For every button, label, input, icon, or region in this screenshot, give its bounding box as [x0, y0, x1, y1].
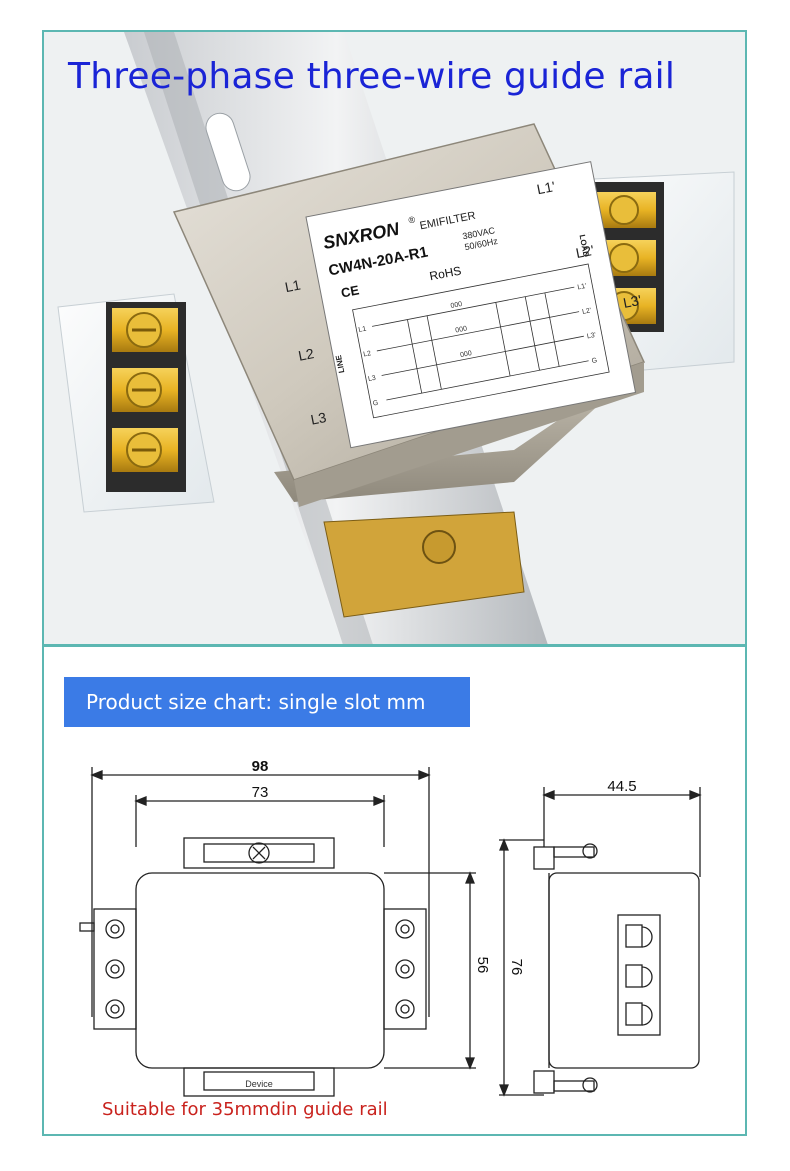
line-terminal-l2: L2 [297, 345, 316, 364]
line-terminal-l1: L1 [284, 276, 303, 295]
size-chart-panel: 98 73 56 76 44.5 Device Product size cha… [42, 645, 747, 1136]
load-side-label: LOAD [578, 234, 591, 258]
din-rail-note: Suitable for 35mmdin guide rail [102, 1099, 388, 1120]
dim-overall-height: 76 [508, 959, 525, 976]
line-terminal-screws [112, 308, 178, 472]
load-terminal-l2: L2' [574, 242, 595, 261]
clip-label: Device [245, 1079, 273, 1089]
svg-text:L3: L3 [368, 375, 377, 383]
dim-depth: 44.5 [607, 778, 636, 795]
line-terminal-l3: L3 [309, 409, 328, 428]
page-title: Three-phase three-wire guide rail [68, 56, 676, 97]
svg-text:®: ® [408, 214, 417, 225]
svg-text:L3': L3' [586, 332, 596, 341]
svg-text:000: 000 [450, 301, 463, 310]
line-side-label: LINE [334, 354, 346, 374]
line-terminal-block [57, 293, 215, 513]
size-chart-banner: Product size chart: single slot mm [64, 677, 470, 727]
dimension-drawing: 98 73 56 76 44.5 Device [79, 758, 702, 1097]
ce-mark: CE [340, 282, 361, 300]
dim-body-height: 56 [474, 957, 491, 974]
svg-text:000: 000 [455, 325, 468, 334]
product-photo-panel: SNXRON ® EMIFILTER CW4N-20A-R1 380VAC 50… [42, 30, 747, 646]
product-photo: SNXRON ® EMIFILTER CW4N-20A-R1 380VAC 50… [57, 32, 735, 644]
load-terminal-l3: L3' [622, 292, 643, 311]
svg-text:L1': L1' [577, 283, 587, 292]
svg-text:L1: L1 [358, 326, 367, 334]
product-label: SNXRON ® EMIFILTER CW4N-20A-R1 380VAC 50… [284, 161, 643, 449]
svg-text:000: 000 [460, 350, 473, 359]
front-view [79, 767, 476, 1097]
svg-text:G: G [591, 357, 598, 365]
din-clip [323, 511, 525, 618]
svg-text:G: G [372, 400, 379, 408]
side-view [499, 787, 702, 1097]
svg-text:L2: L2 [363, 350, 372, 358]
svg-text:L2': L2' [582, 307, 592, 316]
dim-overall-width: 98 [252, 758, 269, 775]
filter-schematic [352, 263, 610, 419]
dim-body-width: 73 [252, 784, 269, 801]
load-terminal-l1: L1' [535, 178, 556, 197]
rohs-mark: RoHS [428, 264, 462, 284]
